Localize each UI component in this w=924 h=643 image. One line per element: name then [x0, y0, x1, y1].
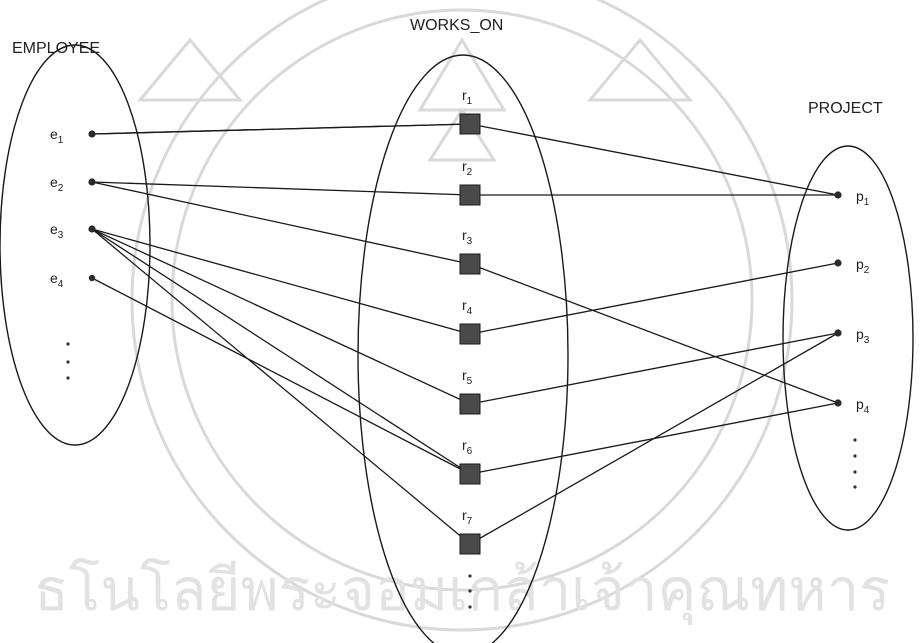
works-on-node-r5 [460, 394, 480, 414]
project-set-title: PROJECT [808, 100, 883, 117]
e3-label: e3 [50, 221, 64, 241]
r4-label: r4 [462, 297, 473, 317]
employee-node-e1 [88, 130, 95, 137]
project-node-p2 [834, 259, 841, 266]
works-on-set-title: WORKS_ON [410, 17, 503, 34]
link-e1-r1 [92, 124, 470, 134]
link-e4-r6 [92, 278, 470, 474]
r6-label: r6 [462, 437, 473, 457]
works-on-node-r4 [460, 324, 480, 344]
link-e3-r6 [92, 229, 470, 474]
link-e2-r3 [92, 182, 470, 264]
works-on-node-r2 [460, 185, 480, 205]
p4-label: p4 [856, 396, 870, 416]
project-node-p4 [834, 399, 841, 406]
link-e3-r5 [92, 229, 470, 404]
works-on-node-r1 [460, 114, 480, 134]
employee-node-e4 [89, 275, 95, 281]
works-on-node-r7 [460, 534, 480, 554]
p2-label: p2 [856, 256, 870, 276]
r1-label: r1 [462, 87, 473, 107]
e2-label: e2 [50, 174, 64, 194]
p1-label: p1 [856, 188, 870, 208]
works-on-node-r3 [460, 254, 480, 274]
project-node-p1 [834, 191, 841, 198]
works-on-set-ellipse [358, 55, 568, 643]
project-node-p3 [834, 329, 841, 336]
e1-label: e1 [50, 126, 64, 146]
link-r7-p3 [470, 333, 838, 544]
link-r5-p3 [470, 333, 838, 404]
p3-label: p3 [856, 326, 870, 346]
works-on-node-r6 [460, 464, 480, 484]
project-set-ellipse [783, 146, 913, 530]
employee-set-title: EMPLOYEE [12, 40, 100, 57]
project-more-indicator [853, 438, 856, 488]
employee-node-e2 [88, 178, 95, 185]
r5-label: r5 [462, 367, 473, 387]
watermark-text: ธโนโลยีพระจอมเกล้าเจ้าคุณทหาร [34, 557, 891, 626]
employee-node-e3 [88, 225, 95, 232]
r3-label: r3 [462, 227, 473, 247]
r7-label: r7 [462, 507, 473, 527]
link-r1-p1 [470, 124, 838, 195]
e4-label: e4 [50, 270, 64, 290]
link-e3-r7 [92, 229, 470, 544]
employee-more-indicator [66, 342, 69, 379]
